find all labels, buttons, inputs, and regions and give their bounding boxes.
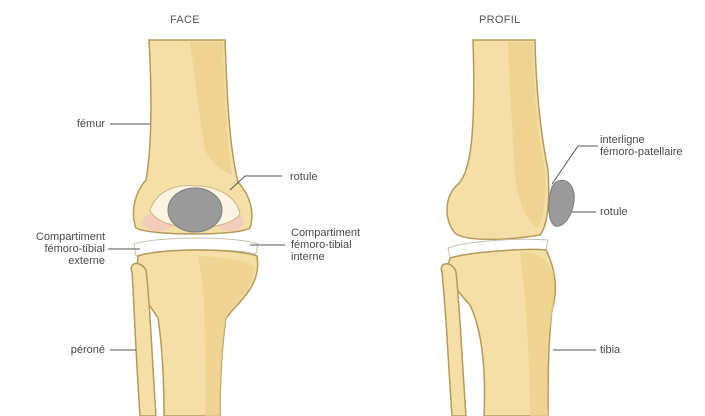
label-comp-int-line1: Compartiment [291,227,360,239]
side-patella [549,180,574,226]
leader-interligne [552,146,598,184]
front-view [131,40,258,416]
label-rotule-side: rotule [600,206,628,218]
label-interligne-line2: fémoro-patellaire [600,146,683,158]
label-comp-int: Compartiment fémoro-tibial interne [291,227,360,263]
side-view-title: PROFIL [479,14,521,26]
label-interligne-line1: interligne [600,134,683,146]
label-tibia: tibia [600,344,620,356]
front-view-title: FACE [170,14,200,26]
label-interligne: interligne fémoro-patellaire [600,134,683,158]
front-patella [168,188,222,232]
side-view [441,40,574,416]
label-comp-int-line2: fémoro-tibial [291,239,360,251]
label-perone: péroné [71,344,105,356]
label-femur: fémur [77,118,105,130]
label-comp-ext-line2: fémoro-tibial [36,243,105,255]
label-rotule-front: rotule [290,171,318,183]
label-comp-int-line3: interne [291,251,360,263]
label-comp-ext: Compartiment fémoro-tibial externe [36,231,105,267]
label-comp-ext-line1: Compartiment [36,231,105,243]
label-comp-ext-line3: externe [36,255,105,267]
